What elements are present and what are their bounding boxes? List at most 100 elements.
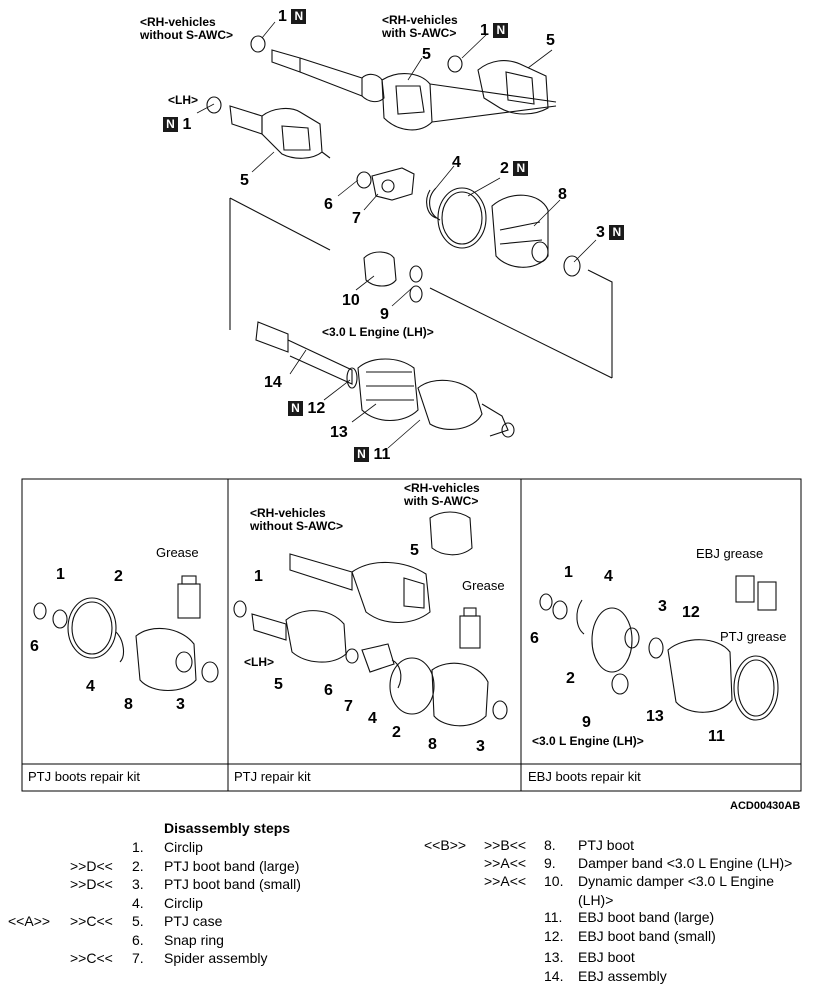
label-line: <RH-vehicles [140,15,216,29]
kit2-callout-4: 4 [368,710,377,727]
list-item: <<B>> >>B<< 8. PTJ boot [420,836,818,854]
kit2-callout-7: 7 [344,698,353,715]
rh-with-case-drawing [447,55,549,115]
kit1-grease-label: Grease [156,545,199,560]
callout-number: 12 [307,400,326,417]
steps-title: Disassembly steps [164,820,291,836]
label-line: without S-AWC> [250,519,343,533]
kit3-ptj-grease-label: PTJ grease [720,629,787,644]
step-ref-b: >>D<< [70,857,113,874]
n-symbol-badge: N [513,161,529,177]
step-number: 13. [544,949,564,965]
kit2-callout-5-top: 5 [410,542,419,559]
step-number: 10. [544,873,564,889]
callout-1-top: 1 N [278,8,307,26]
list-item: >>C<< 7. Spider assembly [0,949,410,968]
kit3-callout-6: 6 [530,630,539,647]
step-text: Snap ring [164,931,224,948]
kit2-label-lh: <LH> [244,655,275,669]
step-ref-a: <<B>> [424,837,467,853]
list-item: >>D<< 2. PTJ boot band (large) [0,857,410,876]
kit1-callout-1: 1 [56,566,65,583]
kit1-callout-8: 8 [124,696,133,713]
step-text: EBJ assembly [578,968,667,984]
step-ref-b: >>C<< [70,913,113,929]
list-item: 6. Snap ring [0,931,410,950]
label-line: with S-AWC> [382,26,457,40]
kit2-label-rh-with: <RH-vehicles with S-AWC> [404,482,480,508]
kit3-name: EBJ boots repair kit [528,769,641,784]
step-number: 14. [544,968,564,984]
step-number: 11. [544,909,563,925]
step-ref-b: >>A<< [484,873,527,889]
label-engine-lh: <3.0 L Engine (LH)> [322,325,434,339]
step-text: Circlip [164,894,203,911]
small-parts-drawing [356,167,581,277]
list-item: >>D<< 3. PTJ boot band (small) [0,875,410,894]
step-text: PTJ boot band (large) [164,857,300,874]
figure-code: ACD00430AB [730,800,801,812]
kit3-callout-3: 3 [658,598,667,615]
callout-5-rh-with: 5 [546,32,555,49]
kit2-label-rh-without: <RH-vehicles without S-AWC> [250,507,343,533]
step-number: 12. [544,928,564,944]
step-text: Circlip [164,839,203,855]
list-item: 4. Circlip [0,894,410,913]
list-item: 1. Circlip [0,838,410,857]
kit1-callout-2: 2 [114,568,123,585]
label-line: without S-AWC> [140,28,233,42]
n-symbol-badge: N [288,401,303,417]
step-number: 3. [132,876,144,892]
callout-10: 10 [342,292,360,309]
step-ref-b: >>C<< [70,950,113,966]
step-number: 7. [132,950,144,966]
step-number: 5. [132,913,144,929]
list-item: <<A>> >>C<< 5. PTJ case [0,912,410,931]
step-ref-a: <<A>> [8,913,51,929]
callout-9: 9 [380,306,389,323]
step-text: PTJ boot [578,837,635,853]
callout-6: 6 [324,196,333,213]
callout-4: 4 [452,154,461,171]
step-text: EBJ boot band (large) [578,909,715,925]
label-line: with S-AWC> [404,494,479,508]
step-text: Damper band <3.0 L Engine (LH)> [578,855,793,871]
list-item: >>A<< 10. Dynamic damper <3.0 L Engine (… [420,872,818,908]
kit2-callout-5-lh: 5 [274,676,283,693]
callout-2: 2 N [500,160,529,178]
callout-number: 1 [480,22,489,39]
steps-right-list: <<B>> >>B<< 8. PTJ boot >>A<< 9. Damper … [420,836,818,985]
label-rh-with-s-awc: <RH-vehicles with S-AWC> [382,14,458,40]
kit3-callout-1: 1 [564,564,573,581]
step-number: 9. [544,855,556,871]
label-line: <RH-vehicles [404,481,480,495]
step-text: PTJ boot band (small) [164,876,301,892]
kit1-callout-3: 3 [176,696,185,713]
callout-number: 11 [373,446,391,463]
kit2-callout-6: 6 [324,682,333,699]
list-item: >>A<< 9. Damper band <3.0 L Engine (LH)> [420,854,818,872]
step-text: Dynamic damper <3.0 L Engine (LH)> [578,873,774,908]
n-symbol-badge: N [493,23,509,39]
kit1-name: PTJ boots repair kit [28,769,140,784]
callout-7: 7 [352,210,361,227]
n-symbol-badge: N [291,9,307,25]
callout-3: 3 N [596,224,625,242]
kit3-callout-12: 12 [682,604,700,621]
list-item: 12. EBJ boot band (small) [420,927,818,948]
list-item: 11. EBJ boot band (large) [420,908,818,927]
kit2-callout-2: 2 [392,724,401,741]
callout-11: N 11 [354,446,390,464]
step-ref-b: >>A<< [484,855,527,871]
kit3-callout-4: 4 [604,568,613,585]
step-text: EBJ boot band (small) [578,928,716,944]
callout-number: 1 [182,116,192,133]
callout-number: 1 [278,8,287,25]
callout-5-lh: 5 [240,172,249,189]
rh-without-shaft-drawing [250,35,557,131]
ebj-assembly-drawing [255,321,515,438]
kit3-callout-2: 2 [566,670,575,687]
lh-shaft-drawing [206,96,331,159]
label-rh-without-s-awc: <RH-vehicles without S-AWC> [140,16,233,42]
